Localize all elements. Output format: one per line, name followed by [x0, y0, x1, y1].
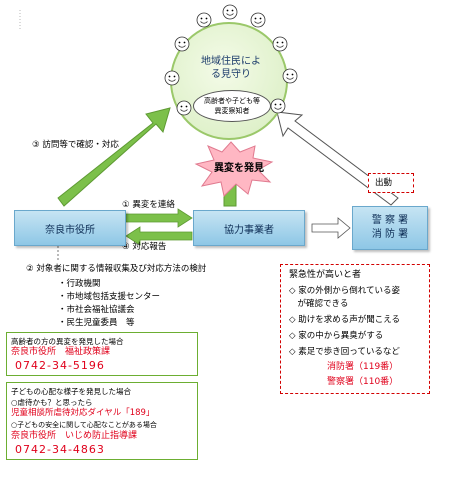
emergency-heading: 緊急性が高いと者: [289, 270, 362, 280]
community-title-line1: 地域住民によ: [201, 56, 261, 67]
smiley-face-icon: [272, 36, 288, 52]
step2-item: ・市社会福祉協議会: [58, 305, 135, 315]
child-line2: ○虐待かも？と思ったら: [11, 398, 93, 407]
anomaly-detector-ellipse: 高齢者や子ども等 異変察知者: [193, 90, 271, 122]
emergency-item: が確認できる: [289, 299, 349, 309]
community-title-line2: る見守り: [211, 69, 251, 80]
step2-item: ・市地域包括支援センター: [58, 292, 161, 302]
elderly-line1: 高齢者の方の異変を発見した場合: [11, 337, 124, 346]
smiley-face-icon: [174, 36, 190, 52]
arrow-visit: [57, 107, 171, 207]
city-office-label: 奈良市役所: [45, 224, 95, 236]
arrow-contact: [125, 208, 193, 228]
smiley-face-icon: [176, 100, 192, 116]
child-line1: 子どもの心配な様子を発見した場合: [11, 387, 131, 396]
dispatch-box: 出動: [368, 173, 414, 193]
smiley-face-icon: [222, 4, 238, 20]
child-hotline: 児童相談所虐待対応ダイヤル「189」: [11, 408, 155, 418]
elderly-contact-box: 高齢者の方の異変を発見した場合 奈良市役所 福祉政策課 0742-34-5196: [6, 332, 198, 376]
police-number: 警察署（110番）: [327, 377, 399, 387]
partner-node: 協力事業者: [193, 210, 305, 246]
report-label: ④ 対応報告: [122, 242, 167, 252]
police-label: 警 察 署: [371, 215, 409, 226]
child-line3: ○子どもの安全に関して心配なことがある場合: [11, 421, 157, 429]
elderly-office: 奈良市役所 福祉政策課: [11, 347, 111, 357]
smiley-face-icon: [196, 12, 212, 28]
arrow-to-police: [311, 217, 351, 239]
police-fire-node: 警 察 署 消 防 署: [352, 206, 428, 250]
city-office-node: 奈良市役所: [14, 210, 126, 246]
partner-label: 協力事業者: [224, 224, 274, 236]
step2-item: ・民生児童委員 等: [58, 318, 135, 328]
inner-line2: 異変察知者: [214, 107, 250, 115]
emergency-item: ◇ 家の中から異臭がする: [289, 331, 384, 341]
contact-label: ① 異変を連絡: [122, 200, 175, 210]
emergency-item: ◇ 家の外側から倒れている姿: [289, 286, 400, 296]
step2-item: ・行政機関: [58, 279, 101, 289]
inner-line1: 高齢者や子ども等: [204, 97, 260, 105]
alert-label: 異変を発見: [214, 163, 264, 174]
dispatch-label: 出動: [375, 178, 393, 188]
child-contact-box: 子どもの心配な様子を発見した場合 ○虐待かも？と思ったら 児童相談所虐待対応ダイ…: [6, 382, 198, 460]
emergency-box: 緊急性が高いと者 ◇ 家の外側から倒れている姿 が確認できる ◇ 助けを求める声…: [280, 264, 430, 394]
smiley-face-icon: [270, 98, 286, 114]
arrow-report: [125, 226, 193, 246]
elderly-phone: 0742-34-5196: [15, 359, 105, 372]
step2-heading: ② 対象者に関する情報収集及び対応方法の検討: [26, 264, 207, 274]
child-phone: 0742-34-4863: [15, 443, 105, 456]
community-title: 地域住民によ る見守り: [186, 55, 276, 81]
smiley-face-icon: [164, 70, 180, 86]
smiley-face-icon: [250, 12, 266, 28]
fire-label: 消 防 署: [371, 229, 409, 240]
visit-label: ③ 訪問等で確認・対応: [32, 140, 119, 150]
smiley-face-icon: [282, 68, 298, 84]
emergency-item: ◇ 助けを求める声が聞こえる: [289, 315, 400, 325]
emergency-item: ◇ 素足で歩き回っているなど: [289, 347, 400, 357]
child-office: 奈良市役所 いじめ防止指導課: [11, 431, 138, 441]
starburst-icon: [194, 141, 274, 198]
fire-number: 消防署（119番）: [327, 362, 399, 372]
